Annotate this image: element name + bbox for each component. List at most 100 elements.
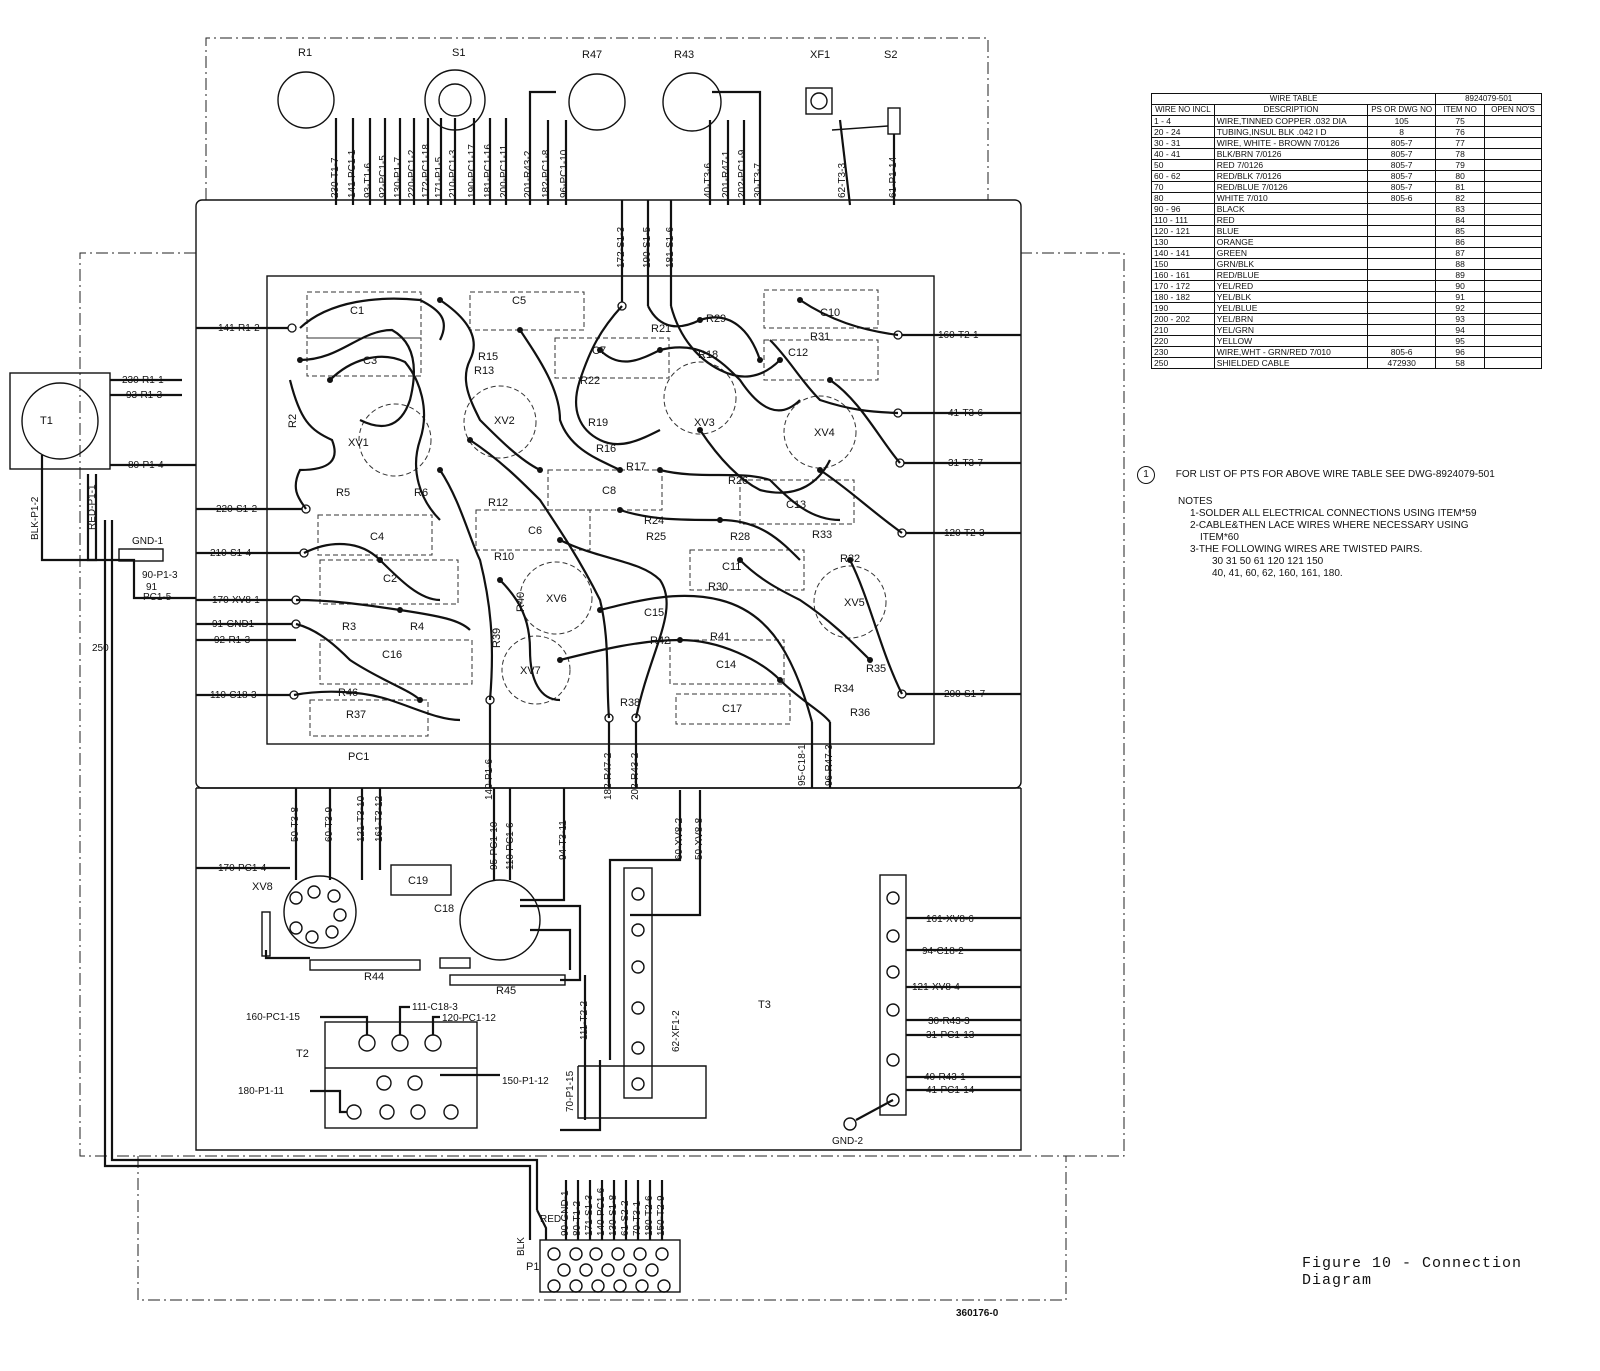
top-wire-drops <box>334 90 896 206</box>
wire-label: 200-S1-7 <box>944 689 986 700</box>
wire-label: 182-R47-2 <box>603 752 614 800</box>
wire-table: WIRE TABLE 8924079-501 WIRE NO INCL DESC… <box>1150 93 1543 369</box>
wire-table-cell <box>1367 313 1437 325</box>
wire-label: 93-R1-3 <box>126 390 163 401</box>
component-label: R29 <box>706 313 726 325</box>
component-label: R42 <box>650 635 670 647</box>
wire-label: 161-XV8-6 <box>926 914 974 925</box>
wire-table-cell <box>1367 335 1437 347</box>
wire-label: 230-T1-7 <box>330 157 341 198</box>
pc1-left-terminals <box>196 323 311 700</box>
wire-table-cell: 86 <box>1435 236 1485 248</box>
component-label: XV8 <box>252 881 273 893</box>
wire-table-cell: TUBING,INSUL BLK .042 I D <box>1213 126 1369 138</box>
wire-label: 160-T2-1 <box>938 330 979 341</box>
wire-table-cell: 50 <box>1151 159 1215 171</box>
pc1-nodes <box>297 297 873 703</box>
component-label: R15 <box>478 351 498 363</box>
component-label: R10 <box>494 551 514 563</box>
wire-label: 140-P1-6 <box>484 758 495 800</box>
wire-label: 95-C18-1 <box>797 744 808 786</box>
wire-label: 61-S2-2 <box>620 1200 631 1236</box>
wire-label: 61-P1-14 <box>888 156 899 198</box>
p1-red-label: RED <box>540 1214 561 1225</box>
component-label: C19 <box>408 875 428 887</box>
wire-label: BLK-P1-2 <box>30 496 41 540</box>
wire-label: 110-C18-3 <box>210 690 257 701</box>
wire-label: 96-R47-3 <box>824 744 835 786</box>
label-s1: S1 <box>452 47 465 59</box>
wire-label: 95-PC1-10 <box>489 821 500 870</box>
wire-label: PC1-5 <box>143 592 172 603</box>
wire-label: 140-PC1-6 <box>596 1187 607 1236</box>
component-label: R28 <box>730 531 750 543</box>
wire-table-cell: 90 <box>1435 280 1485 292</box>
wire-table-cell: SHIELDED CABLE <box>1213 357 1369 369</box>
wire-table-cell <box>1367 269 1437 281</box>
wire-table-cell: RED/BLUE 7/0126 <box>1213 181 1369 193</box>
wire-label: 111-T2-2 <box>579 1000 590 1040</box>
wire-label: 161-T3-12 <box>374 795 385 842</box>
wire-table-cell: 83 <box>1435 203 1485 215</box>
component-label: R37 <box>346 709 366 721</box>
wire-table-cell: RED/BLK 7/0126 <box>1213 170 1369 182</box>
wire-table-cell: 87 <box>1435 247 1485 259</box>
p1-connector: P1 RED BLK 90-GND-1 80-T1-2 171-S1-3 140… <box>516 1180 681 1293</box>
wire-label: 200-PC1-11 <box>499 144 510 198</box>
drawing-number: 360176-0 <box>956 1308 999 1319</box>
wire-table-cell: 77 <box>1435 137 1485 149</box>
wire-table-cell: WHITE 7/010 <box>1213 192 1369 204</box>
wire-table-cell: 805-7 <box>1367 148 1437 160</box>
wire-label: 172-S1-3 <box>616 226 627 268</box>
wire-table-cell: 1 - 4 <box>1151 115 1215 127</box>
wire-table-cell: 170 - 172 <box>1151 280 1215 292</box>
wire-table-cell: GREEN <box>1213 247 1369 259</box>
wire-table-cell <box>1483 115 1543 127</box>
component-label: R2 <box>287 414 299 428</box>
wire-table-cell <box>1483 291 1543 303</box>
wire-label: 210-PC1-3 <box>448 149 459 198</box>
wire-table-cell <box>1483 247 1543 259</box>
component-label: R12 <box>488 497 508 509</box>
component-label: R4 <box>410 621 424 633</box>
component-label: C3 <box>363 355 377 367</box>
wire-table-cell: YELLOW <box>1213 335 1369 347</box>
wire-table-cell <box>1483 335 1543 347</box>
table-note-text: FOR LIST OF PTS FOR ABOVE WIRE TABLE SEE… <box>1175 469 1495 480</box>
wire-table-cell <box>1483 269 1543 281</box>
wire-label: 201-R47-1 <box>721 150 732 198</box>
pc1-bottom-exits: 140-P1-6 182-R47-2 202-R43-2 95-C18-1 96… <box>484 695 835 800</box>
wire-label: 70-T3-1 <box>632 1201 643 1236</box>
component-label: C14 <box>716 659 736 671</box>
wire-table-header-cell: ITEM NO <box>1435 104 1485 116</box>
component-label: XV2 <box>494 415 515 427</box>
note-line: 1-SOLDER ALL ELECTRICAL CONNECTIONS USIN… <box>1190 508 1477 519</box>
label-s2: S2 <box>884 49 897 61</box>
wire-table-cell <box>1483 159 1543 171</box>
component-label: R33 <box>812 529 832 541</box>
wire-table-cell: 110 - 111 <box>1151 214 1215 226</box>
wire-label: 60-XV8-2 <box>674 817 685 860</box>
component-label: XV5 <box>844 597 865 609</box>
wire-table-cell <box>1483 324 1543 336</box>
wire-table-cell: 80 <box>1435 170 1485 182</box>
wire-table-header-cell: OPEN NO'S <box>1483 104 1543 116</box>
wire-table-header-cell: PS OR DWG NO <box>1367 104 1437 116</box>
pc1-left-labels: 141-R1-2 220-S1-2 210-S1-4 170-XV8-1 91-… <box>210 323 260 701</box>
gnd1-label: GND-1 <box>132 536 164 547</box>
t2-transformer: 160-PC1-15 111-C18-3 120-PC1-12 180-P1-1… <box>238 1002 549 1129</box>
wire-table-cell: 92 <box>1435 302 1485 314</box>
component-label: R31 <box>810 331 830 343</box>
wire-table-cell: 75 <box>1435 115 1485 127</box>
component-label: R45 <box>496 985 516 997</box>
wire-table-cell: 95 <box>1435 335 1485 347</box>
